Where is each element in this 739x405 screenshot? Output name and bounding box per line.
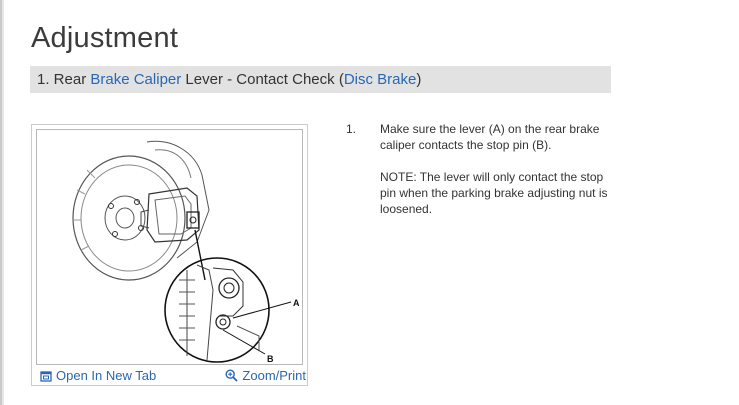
- magnifier-plus-icon: [225, 369, 239, 385]
- section-text-before: Rear: [49, 71, 91, 88]
- page-title: Adjustment: [31, 22, 179, 54]
- disc-brake-link[interactable]: Disc Brake: [343, 71, 417, 88]
- figure-actions: Open In New Tab Zoom/Print: [40, 368, 306, 384]
- step-note: NOTE: The lever will only contact the st…: [380, 170, 608, 216]
- illustration-svg: A B: [72, 140, 300, 364]
- callout-a-label: A: [293, 298, 300, 308]
- open-in-new-tab-link[interactable]: Open In New Tab: [40, 368, 156, 385]
- external-window-icon: [40, 370, 52, 385]
- step-text: Make sure the lever (A) on the rear brak…: [380, 122, 600, 152]
- step-body: Make sure the lever (A) on the rear brak…: [380, 121, 620, 233]
- detail-view: [179, 264, 260, 361]
- zoom-print-label: Zoom/Print: [242, 368, 306, 383]
- step-number: 1.: [346, 122, 357, 136]
- section-text-middle: Lever - Contact Check (: [181, 71, 344, 88]
- callout-b-label: B: [267, 354, 274, 364]
- section-text-after: ): [416, 71, 422, 88]
- left-edge-rule: [0, 0, 4, 405]
- section-number: 1.: [37, 71, 50, 88]
- figure-panel: A B Open In New Tab Zoom/Print: [31, 124, 308, 386]
- open-in-new-tab-label: Open In New Tab: [56, 368, 157, 383]
- zoom-print-link[interactable]: Zoom/Print: [225, 368, 306, 385]
- brake-caliper-illustration[interactable]: A B: [36, 129, 303, 365]
- brake-caliper-link[interactable]: Brake Caliper: [90, 71, 182, 88]
- section-heading-bar: 1. Rear Brake Caliper Lever - Contact Ch…: [30, 66, 611, 93]
- brake-drawing: [72, 140, 292, 363]
